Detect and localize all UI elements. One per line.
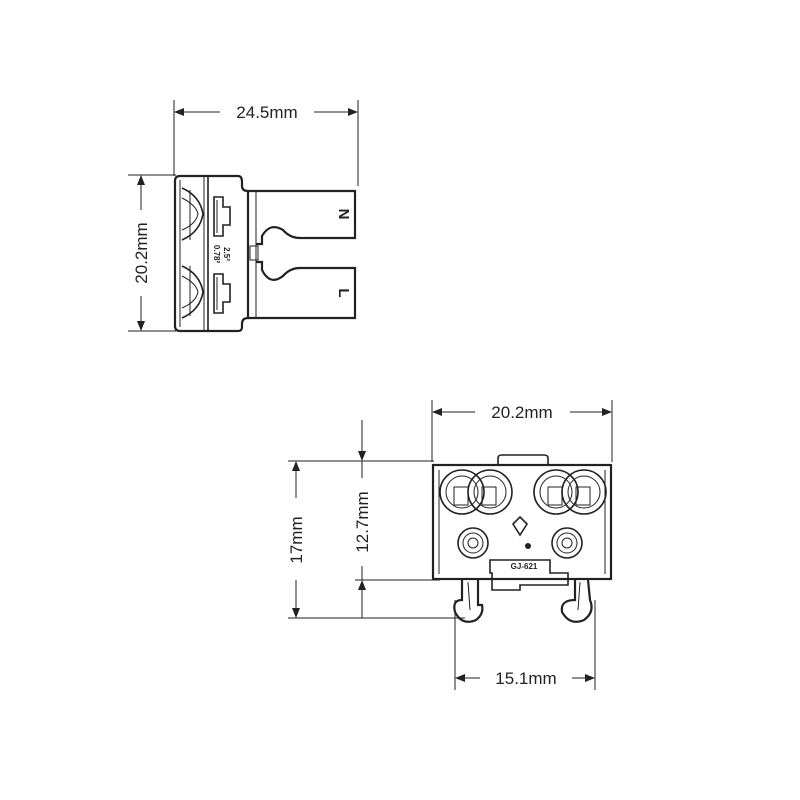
height-dimension: 20.2mm <box>132 175 151 331</box>
clip-span-dimension: 15.1mm <box>455 669 595 688</box>
terminal-tabs: N L <box>248 189 357 320</box>
front-width-dimension: 20.2mm <box>432 403 612 422</box>
height-label: 20.2mm <box>132 222 151 283</box>
body-height-dimension: 12.7mm <box>353 420 372 618</box>
width-dimension: 24.5mm <box>174 103 358 122</box>
front-view: 20.2mm 17mm 12.7mm 15.1mm <box>287 400 613 690</box>
clip-span-label: 15.1mm <box>495 669 556 688</box>
front-width-label: 20.2mm <box>491 403 552 422</box>
connector-body-top: 2.5² 0.78² <box>173 174 250 333</box>
connector-body-front: GJ-621 <box>431 454 613 623</box>
top-view: 24.5mm 20.2mm 2.5² 0.78² <box>128 100 359 333</box>
certification-mark-icon <box>511 515 529 537</box>
terminal-l-label: L <box>335 288 352 297</box>
body-height-label: 12.7mm <box>353 491 372 552</box>
total-height-dimension: 17mm <box>287 461 306 618</box>
terminal-n-label: N <box>335 209 352 220</box>
total-height-label: 17mm <box>287 516 306 563</box>
wire-spec-1: 2.5² <box>222 247 231 261</box>
part-number: GJ-621 <box>511 562 538 571</box>
width-label: 24.5mm <box>236 103 297 122</box>
wire-spec-2: 0.78² <box>212 245 221 264</box>
